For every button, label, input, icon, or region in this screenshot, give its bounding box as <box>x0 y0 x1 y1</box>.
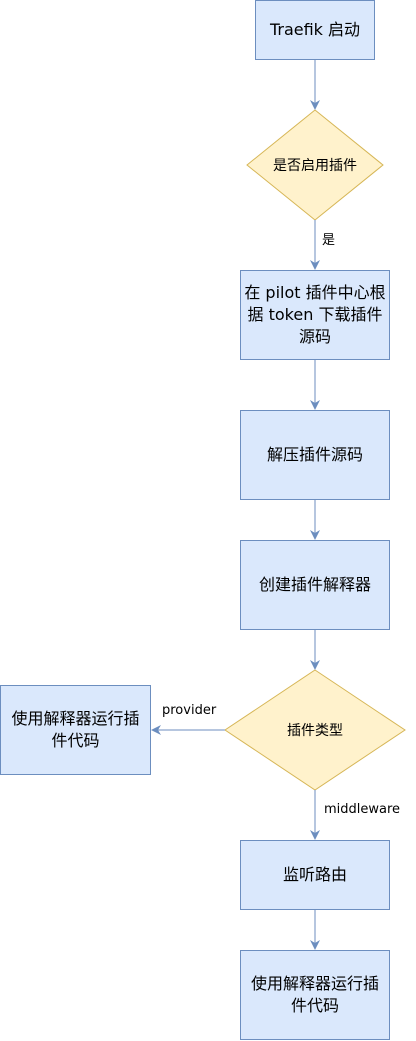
node-run-middleware: 使用解释器运行插件代码 <box>240 950 390 1040</box>
node-unzip-source-label: 解压插件源码 <box>266 445 363 464</box>
edge-label-yes: 是 <box>320 233 338 249</box>
node-listen-route-label: 监听路由 <box>282 865 347 884</box>
node-run-middleware-label: 使用解释器运行插件代码 <box>250 974 379 1015</box>
decision-type-label: 插件类型 <box>287 723 343 739</box>
node-run-provider: 使用解释器运行插件代码 <box>0 685 151 775</box>
node-traefik-start: Traefik 启动 <box>255 0 375 60</box>
node-create-interpreter: 创建插件解释器 <box>240 540 390 630</box>
node-unzip-source: 解压插件源码 <box>240 410 390 500</box>
node-download-source: 在 pilot 插件中心根据 token 下载插件源码 <box>240 270 390 360</box>
edge-label-middleware: middleware <box>322 802 403 818</box>
node-run-provider-label: 使用解释器运行插件代码 <box>11 709 140 750</box>
node-traefik-start-label: Traefik 启动 <box>269 20 361 39</box>
node-create-interpreter-label: 创建插件解释器 <box>258 575 371 594</box>
node-download-source-label: 在 pilot 插件中心根据 token 下载插件源码 <box>244 283 386 346</box>
node-listen-route: 监听路由 <box>240 840 390 910</box>
decision-enabled-label: 是否启用插件 <box>273 158 357 174</box>
edge-label-provider: provider <box>160 703 219 719</box>
